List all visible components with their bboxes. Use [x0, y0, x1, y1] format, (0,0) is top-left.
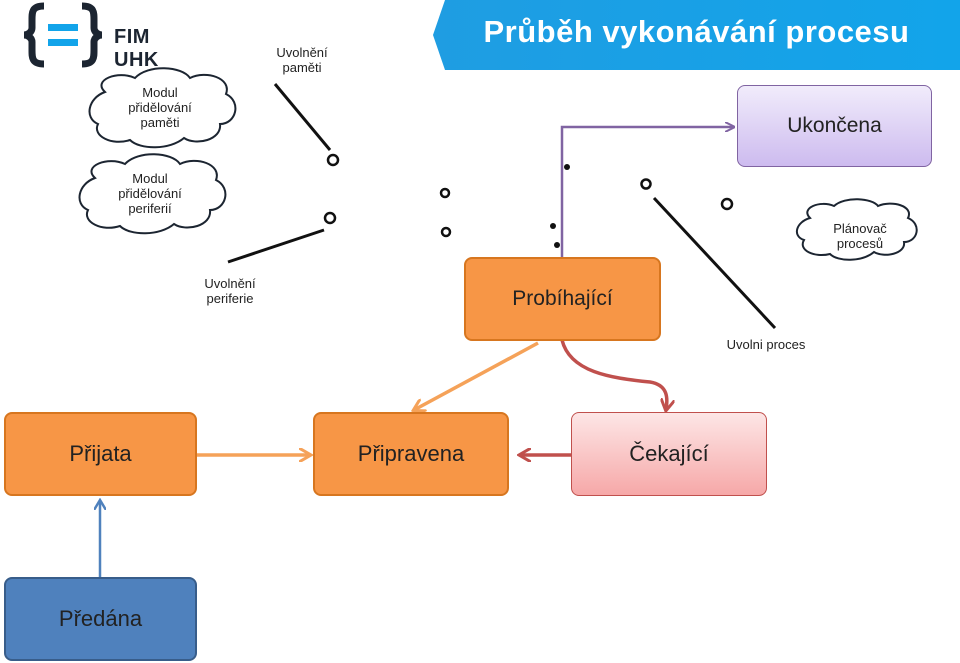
cloud-peripheral-module — [78, 153, 227, 235]
contact-b-bottom — [554, 242, 560, 248]
contact-b-top — [564, 164, 570, 170]
state-terminated: Ukončena — [737, 85, 932, 167]
cloud-memory-module — [88, 67, 237, 149]
arrow-running-to-terminated — [560, 127, 733, 258]
contact-a-top — [439, 187, 451, 199]
contact-a-bottom — [440, 226, 452, 238]
arrow-running-to-ready — [414, 341, 539, 410]
state-running: Probíhající — [464, 257, 661, 341]
state-waiting: Čekající — [571, 412, 767, 496]
state-ready: Připravena — [313, 412, 509, 496]
release-process-label: Uvolni proces — [726, 337, 806, 352]
release-process-line — [652, 196, 777, 330]
scheduler-label: Plánovač procesů — [833, 221, 887, 251]
logo-text: FIM UHK — [114, 26, 159, 71]
memory-release-label: Uvolnění paměti — [276, 45, 328, 75]
arrow-running-to-waiting — [560, 339, 667, 410]
title-banner: Průběh vykonávání procesu — [433, 0, 960, 70]
release-process-contact-left — [640, 178, 652, 190]
peripheral-release-line — [227, 228, 325, 264]
fim-uhk-logo: FIM UHK — [22, 2, 192, 71]
memory-release-line — [273, 83, 332, 151]
peripheral-release-label: Uvolnění periferie — [204, 276, 256, 306]
memory-release-contact-top — [326, 153, 340, 167]
state-handed-over: Předána — [4, 577, 197, 661]
memory-release-contact-bottom — [323, 211, 337, 225]
braces-logo-icon — [23, 2, 103, 68]
release-process-contact-right — [720, 197, 734, 211]
state-accepted: Přijata — [4, 412, 197, 496]
memory-module-label: Modul přidělování paměti — [128, 85, 192, 130]
peripheral-module-label: Modul přidělování periferií — [118, 171, 182, 216]
cloud-scheduler — [795, 198, 918, 261]
contact-b-mid — [550, 223, 556, 229]
page-title: Průběh vykonávání procesu — [483, 14, 910, 49]
